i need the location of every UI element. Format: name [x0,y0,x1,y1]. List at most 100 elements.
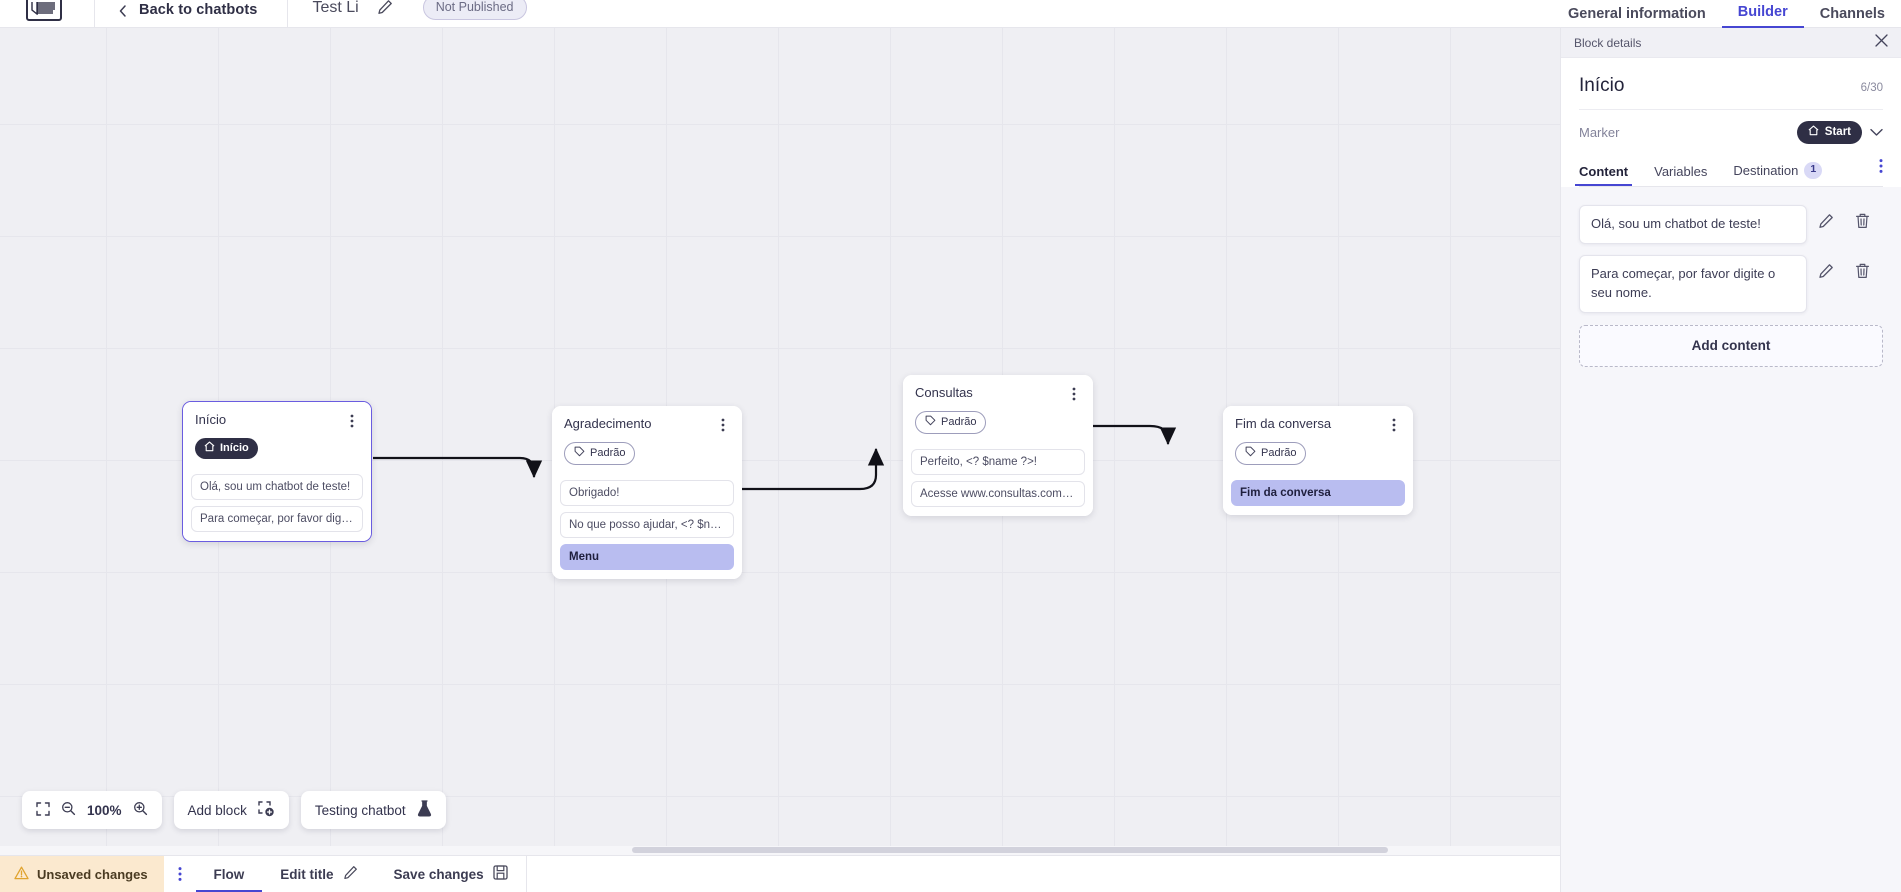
content-item-text[interactable]: Para começar, por favor digite o seu nom… [1579,254,1807,313]
node-title: Agradecimento [564,416,652,431]
panel-top-section: Início 6/30 Marker Start [1561,58,1901,187]
node-message[interactable]: Acesse www.consultas.com par... [911,481,1085,507]
content-item-row: Para começar, por favor digite o seu nom… [1579,254,1883,313]
add-block-button[interactable]: Add block [173,791,289,829]
content-item-text[interactable]: Olá, sou um chatbot de teste! [1579,205,1807,244]
flask-icon [417,800,432,820]
canvas-horizontal-scrollbar[interactable] [0,846,1560,855]
node-header: Início Início [183,402,371,468]
panel-header-title: Block details [1574,35,1642,50]
warning-triangle-icon [14,866,29,883]
kebab-menu-icon[interactable] [1879,158,1883,179]
marker-value-label: Start [1824,126,1851,138]
status-badge: Not Published [422,0,527,20]
node-messages: Olá, sou um chatbot de teste! Para começ… [183,474,371,541]
flow-node-fim-da-conversa[interactable]: Fim da conversa Padrão Fim da conversa [1223,406,1413,515]
scrollbar-thumb[interactable] [632,847,1388,853]
panel-block-title: Início [1579,75,1625,96]
content-item-row: Olá, sou um chatbot de teste! [1579,205,1883,244]
char-count: 6/30 [1860,82,1883,94]
top-bar: Back to chatbots Test Li Not Published G… [0,0,1901,28]
pencil-icon[interactable] [1807,205,1844,229]
top-tabs: General information Builder Channels [1552,0,1901,28]
testing-chatbot-label: Testing chatbot [314,802,406,818]
node-header: Fim da conversa Padrão [1223,406,1413,474]
node-title: Fim da conversa [1235,416,1332,431]
tab-builder[interactable]: Builder [1721,4,1804,28]
node-message[interactable]: No que posso ajudar, <? $name ... [560,512,734,538]
add-block-icon [258,800,275,820]
zoom-controls[interactable]: 100% [22,791,162,829]
tab-general-information[interactable]: General information [1568,6,1706,22]
tab-destination[interactable]: Destination 1 [1733,162,1823,186]
page-title: Test Li [312,0,359,16]
panel-title-row: Início 6/30 [1579,58,1883,110]
back-to-chatbots-button[interactable]: Back to chatbots [117,2,257,18]
marker-row: Marker Start [1579,110,1883,156]
trash-icon[interactable] [1844,255,1881,279]
chevron-down-icon[interactable] [1870,124,1883,142]
testing-chatbot-button[interactable]: Testing chatbot [300,791,446,829]
node-message-menu[interactable]: Fim da conversa [1231,480,1405,506]
pencil-icon[interactable] [377,0,393,20]
kebab-menu-icon[interactable] [1067,386,1081,402]
zoom-out-icon[interactable] [61,801,76,819]
edit-title-label: Edit title [280,866,334,882]
tab-destination-badge: 1 [1804,162,1823,179]
flow-node-consultas[interactable]: Consultas Padrão Perfeito, <? $name ?>! … [903,375,1093,516]
edit-title-button[interactable]: Edit title [262,856,375,892]
unsaved-changes-badge: Unsaved changes [0,855,164,892]
node-message-menu[interactable]: Menu [560,544,734,570]
flow-node-inicio[interactable]: Início Início Olá, sou um chatbot de tes… [182,401,372,542]
canvas-toolbar: 100% Add block Testing chatbot [22,791,446,829]
home-icon [1808,125,1819,139]
node-message[interactable]: Para começar, por favor digite o ... [191,506,363,532]
save-disk-icon [492,865,508,883]
divider [94,0,95,28]
bottom-tab-flow-label: Flow [213,866,245,882]
kebab-menu-icon[interactable] [716,417,730,433]
flow-canvas[interactable]: Início Início Olá, sou um chatbot de tes… [0,28,1560,855]
save-changes-label: Save changes [393,866,484,882]
close-icon[interactable] [1875,33,1888,52]
add-content-button[interactable]: Add content [1579,324,1883,367]
pencil-icon[interactable] [1807,255,1844,279]
chevron-left-icon [117,4,129,17]
trash-icon[interactable] [1844,205,1881,229]
tag-icon [925,415,936,429]
tab-content[interactable]: Content [1574,164,1633,186]
bottom-tab-flow[interactable]: Flow [195,856,263,892]
unsaved-changes-label: Unsaved changes [37,866,148,882]
marker-select[interactable]: Start [1796,121,1883,144]
flow-node-agradecimento[interactable]: Agradecimento Padrão Obrigado! No que po… [552,406,742,579]
tab-channels[interactable]: Channels [1819,6,1885,22]
divider [287,0,289,28]
save-changes-button[interactable]: Save changes [376,856,526,892]
kebab-menu-icon[interactable] [164,856,196,892]
node-messages: Obrigado! No que posso ajudar, <? $name … [552,480,742,579]
node-message[interactable]: Olá, sou um chatbot de teste! [191,474,363,500]
kebab-menu-icon[interactable] [345,413,359,429]
node-tag-label: Padrão [1261,447,1297,459]
pencil-icon [343,865,358,883]
zoom-level: 100% [87,802,122,818]
home-icon [204,441,215,455]
node-message[interactable]: Obrigado! [560,480,734,506]
kebab-menu-icon[interactable] [1387,417,1401,433]
zoom-in-icon[interactable] [133,801,148,819]
fit-screen-icon[interactable] [36,801,50,819]
marker-label: Marker [1579,125,1620,140]
flow-connectors [373,424,1177,491]
tab-variables[interactable]: Variables [1654,164,1707,186]
add-block-label: Add block [187,802,247,818]
node-tag-padrao: Padrão [564,442,636,465]
marker-value-pill: Start [1796,121,1862,144]
panel-content-list: Olá, sou um chatbot de teste! Para começ… [1561,187,1901,367]
node-message[interactable]: Perfeito, <? $name ?>! [911,449,1085,475]
node-messages: Fim da conversa [1223,480,1413,515]
tab-content-label: Content [1579,164,1629,179]
tag-icon [1245,446,1256,460]
node-tag-padrao: Padrão [1235,442,1307,465]
chatbot-logo-icon[interactable] [26,0,62,21]
